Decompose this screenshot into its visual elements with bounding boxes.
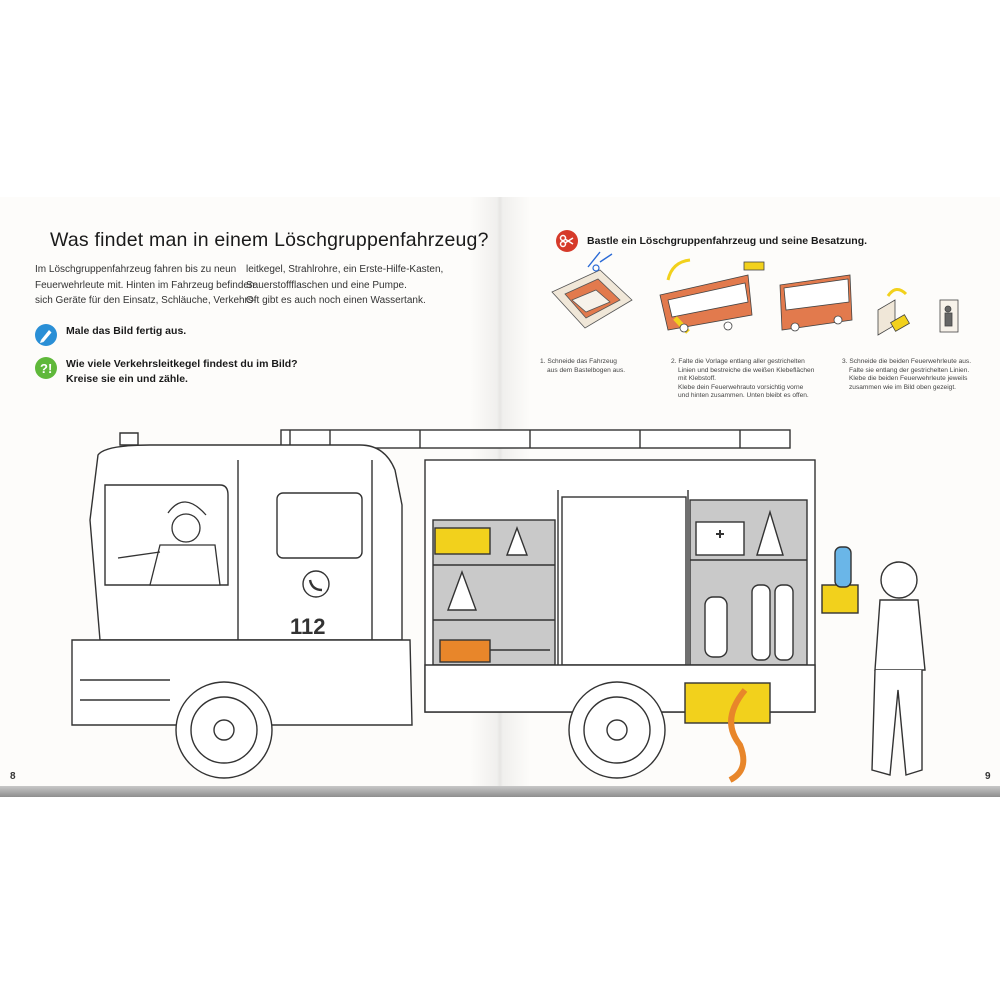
intro-line: Oft gibt es auch noch einen Wassertank. [246,295,426,306]
step-text: Linien und bestreiche die weißen Klebefl… [678,366,815,374]
driver-illustration [117,501,221,586]
intro-line: Im Löschgruppenfahrzeug fahren bis zu ne… [35,264,237,275]
craft-step-1-illustration [551,251,633,329]
question-icon: ?! [35,357,57,379]
fire-truck-illustration: 112 [71,429,816,783]
craft-step-1: 1. Schneide das Fahrzeug aus dem Bastelb… [540,358,625,375]
craft-step-3: 3. Schneide die beiden Feuerwehrleute au… [842,358,971,392]
page-number-right: 9 [985,771,991,782]
task-text: Male das Bild fertig aus. [66,325,187,337]
intro-text-column-1: Im Löschgruppenfahrzeug fahren bis zu ne… [35,262,256,309]
task-text: Wie viele Verkehrsleitkegel findest du i… [66,358,298,370]
step-text: 2. Falte die Vorlage entlang aller gestr… [671,358,805,365]
scissors-icon [556,230,578,252]
truck-number-112: 112 [290,614,326,639]
craft-step-3-illustration [877,288,959,336]
step-text: Falte sie entlang der gestrichelten Lini… [849,366,970,374]
step-text: mit Klebstoff. [678,375,716,383]
step-text: aus dem Bastelbogen aus. [547,366,626,374]
firefighter-illustration [821,546,926,776]
intro-line: leitkegel, Strahlrohre, ein Erste-Hilfe-… [246,264,444,275]
intro-text-column-2: leitkegel, Strahlrohre, ein Erste-Hilfe-… [246,262,443,309]
craft-title: Bastle ein Löschgruppenfahrzeug und sein… [587,235,868,247]
svg-text:?!: ?! [40,361,52,376]
task-text: Kreise sie ein und zähle. [66,373,188,385]
page-edge [0,786,1000,797]
step-text: 3. Schneide die beiden Feuerwehrleute au… [842,358,972,365]
task-count-cones: ?! Wie viele Verkehrsleitkegel findest d… [35,357,298,387]
craft-heading: Bastle ein Löschgruppenfahrzeug und sein… [556,230,867,252]
step-text: Klebe die beiden Feuerwehrleute jeweils [849,375,968,383]
step-text: und hinten zusammen. Unten bleibt es off… [678,392,809,400]
intro-line: Sauerstoffflaschen und eine Pumpe. [246,279,407,291]
craft-step-2b-illustration [779,274,853,332]
craft-step-2-illustration [659,258,765,334]
step-text: zusammen wie im Bild oben gezeigt. [849,383,957,391]
intro-line: sich Geräte für den Einsatz, Schläuche, … [35,295,257,306]
page-title: Was findet man in einem Löschgruppenfahr… [50,229,489,251]
step-text: 1. Schneide das Fahrzeug [540,358,617,365]
page-number-left: 8 [10,771,16,782]
intro-line: Feuerwehrleute mit. Hinten im Fahrzeug b… [35,279,255,291]
step-text: Klebe dein Feuerwehrauto vorsichtig vorn… [678,383,804,391]
craft-step-2: 2. Falte die Vorlage entlang aller gestr… [671,358,814,401]
crayon-icon [35,324,57,346]
task-color-picture: Male das Bild fertig aus. [35,324,186,346]
